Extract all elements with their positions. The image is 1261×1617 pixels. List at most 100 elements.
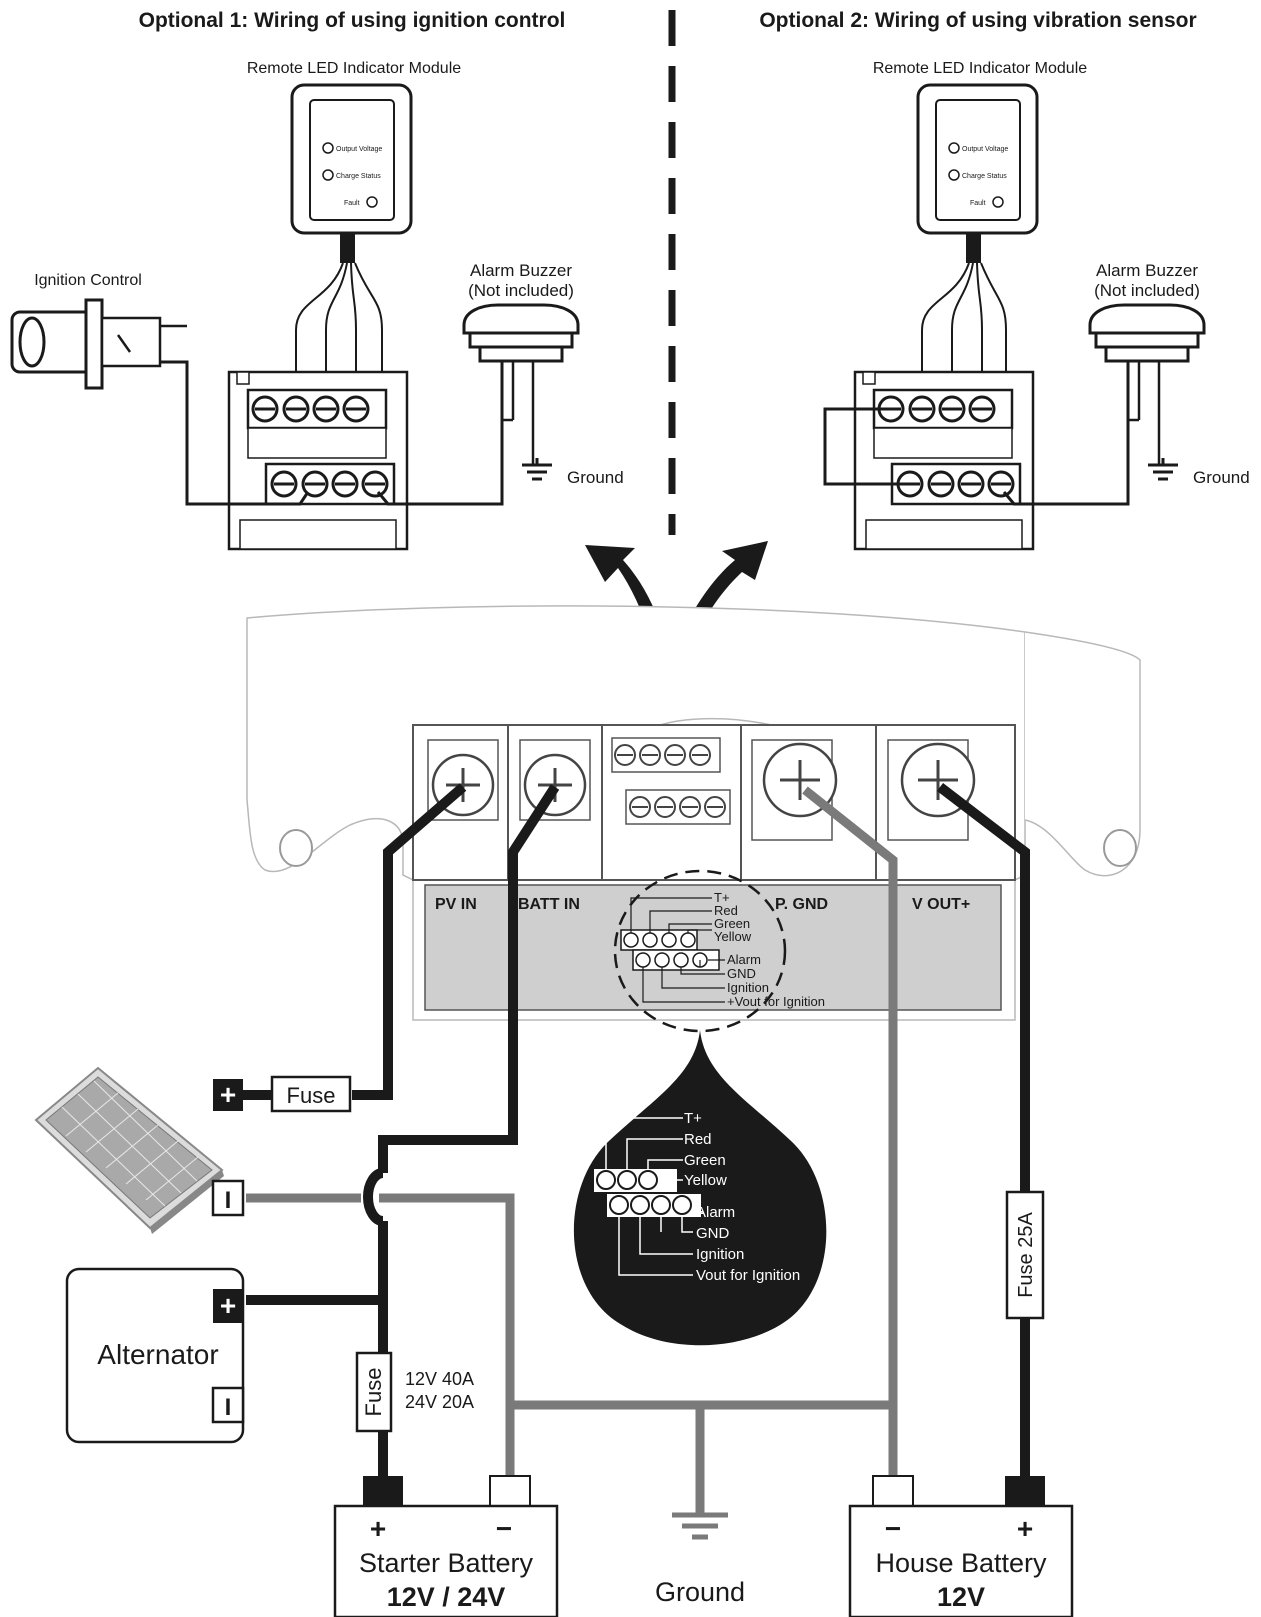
starter-battery: + − Starter Battery 12V / 24V: [333, 1475, 559, 1617]
svg-text:(Not included): (Not included): [1094, 281, 1200, 300]
buzzer-right-icon: [1088, 303, 1206, 335]
label-v-out: V OUT+: [912, 896, 970, 913]
svg-text:Charge Status: Charge Status: [962, 173, 1007, 180]
led-right-output-voltage-icon: [948, 142, 960, 154]
ignition-control: Ignition Control: [10, 272, 187, 390]
controller-housing: PV IN BATT IN P. GND V OUT+: [246, 605, 1141, 1021]
ignition-wire: [160, 360, 310, 506]
fuse-rating-24v: 24V 20A: [405, 1392, 474, 1412]
heading-option-2: Optional 2: Wiring of using vibration se…: [759, 9, 1196, 32]
ground-bottom-icon: [672, 1512, 728, 1540]
solar-fuse: [270, 1075, 352, 1113]
svg-text:Red: Red: [684, 1131, 712, 1148]
led-charge-status-icon: [322, 169, 334, 181]
solar-panel: [34, 1066, 224, 1234]
label-batt-in: BATT IN: [518, 896, 580, 913]
svg-text:Fault: Fault: [970, 200, 986, 207]
svg-text:−: −: [496, 1513, 512, 1544]
heading-option-1: Optional 1: Wiring of using ignition con…: [139, 9, 566, 32]
mounting-hole-left-icon: [279, 829, 313, 867]
led-output-voltage-icon: [322, 142, 334, 154]
svg-text:Alarm Buzzer: Alarm Buzzer: [470, 261, 572, 280]
svg-text:I: I: [225, 1394, 232, 1421]
split-arrow-icon: [585, 541, 768, 700]
vibration-jumper-wire: [823, 407, 902, 486]
ground-right-label: Ground: [1193, 468, 1250, 487]
label-p-gnd: P. GND: [775, 896, 828, 913]
label-pv-in: PV IN: [435, 896, 477, 913]
house-battery: − + House Battery 12V: [848, 1475, 1074, 1617]
output-fuse-25a-label: Fuse 25A: [1015, 1212, 1037, 1298]
starter-battery-voltage: 12V / 24V: [387, 1582, 506, 1612]
svg-text:Output Voltage: Output Voltage: [336, 146, 382, 153]
ground-right-icon: [1148, 458, 1178, 481]
house-negative-post: [872, 1475, 914, 1507]
alternator: Alternator + I: [65, 1267, 245, 1444]
svg-text:Alarm: Alarm: [696, 1204, 735, 1221]
solar-positive-sign: +: [220, 1079, 236, 1110]
svg-text:+Vout for Ignition: +Vout for Ignition: [727, 994, 825, 1009]
solar-positive-terminal: [213, 1079, 243, 1111]
ground-left-label: Ground: [567, 468, 624, 487]
main-wires: [246, 783, 1030, 1515]
mounting-hole-right-icon: [1103, 829, 1137, 867]
svg-text:Yellow: Yellow: [684, 1172, 727, 1189]
callout-drop-icon: [573, 1030, 827, 1346]
svg-text:Green: Green: [684, 1152, 726, 1169]
house-positive-post: [1005, 1476, 1045, 1506]
battery-fuse-label: Fuse: [361, 1368, 386, 1417]
led-module-right-title: Remote LED Indicator Module: [873, 60, 1087, 77]
starter-positive-post: [363, 1476, 403, 1506]
alternator-label: Alternator: [97, 1339, 218, 1370]
starter-battery-name: Starter Battery: [359, 1548, 534, 1578]
solar-fuse-label: Fuse: [287, 1083, 336, 1108]
svg-text:Alarm Buzzer: Alarm Buzzer: [1096, 261, 1198, 280]
svg-text:Fault: Fault: [344, 200, 360, 207]
terminal-label-panel: [424, 884, 1002, 1011]
led-fault-icon: [366, 196, 378, 208]
svg-text:+: +: [370, 1513, 386, 1544]
terminal-block-right: [823, 370, 1035, 551]
led-module-left: Remote LED Indicator Module Output Volta…: [247, 60, 461, 263]
svg-text:GND: GND: [727, 966, 756, 981]
svg-text:Yellow: Yellow: [714, 929, 752, 944]
ground-bottom-label: Ground: [655, 1577, 745, 1607]
svg-text:T+: T+: [684, 1110, 702, 1127]
ground-left-icon: [522, 458, 552, 481]
svg-text:Alarm: Alarm: [727, 952, 761, 967]
pin-legend-small: T+ Red Green Yellow Alarm GND Ignition +…: [613, 869, 825, 1033]
svg-text:−: −: [885, 1513, 901, 1544]
svg-text:+: +: [220, 1290, 236, 1321]
starter-negative-post: [489, 1475, 531, 1507]
svg-text:Red: Red: [714, 903, 738, 918]
svg-text:Charge Status: Charge Status: [336, 173, 381, 180]
svg-text:(Not included): (Not included): [468, 281, 574, 300]
fuse-rating-12v: 12V 40A: [405, 1369, 474, 1389]
svg-text:Ignition: Ignition: [696, 1246, 744, 1263]
led-module-left-title: Remote LED Indicator Module: [247, 60, 461, 77]
svg-text:Ignition: Ignition: [727, 980, 769, 995]
alarm-buzzer-right: Alarm Buzzer (Not included) Ground: [1002, 261, 1250, 506]
led-module-right: Remote LED Indicator Module Output Volta…: [873, 60, 1087, 263]
alarm-buzzer-left: Alarm Buzzer (Not included) Ground: [376, 261, 624, 506]
svg-text:GND: GND: [696, 1225, 730, 1242]
house-battery-name: House Battery: [875, 1548, 1047, 1578]
solar-negative-sign: I: [225, 1187, 232, 1214]
alternator-positive-terminal: [213, 1289, 243, 1323]
alternator-negative-terminal: [211, 1386, 245, 1424]
ignition-control-label: Ignition Control: [34, 272, 142, 289]
solar-negative-terminal: [211, 1179, 245, 1217]
svg-text:T+: T+: [714, 890, 730, 905]
buzzer-left-icon: [462, 303, 580, 335]
pin-legend-large: T+ Red Green Yellow Alarm GND Ignition V…: [573, 1030, 827, 1346]
svg-text:Green: Green: [714, 916, 750, 931]
terminal-block-left: [227, 370, 409, 551]
svg-text:+: +: [1017, 1513, 1033, 1544]
led-right-fault-icon: [992, 196, 1004, 208]
svg-text:Vout for Ignition: Vout for Ignition: [696, 1267, 800, 1284]
output-fuse-25a: [1005, 1190, 1045, 1320]
battery-fuse: [355, 1351, 393, 1433]
led-right-charge-status-icon: [948, 169, 960, 181]
